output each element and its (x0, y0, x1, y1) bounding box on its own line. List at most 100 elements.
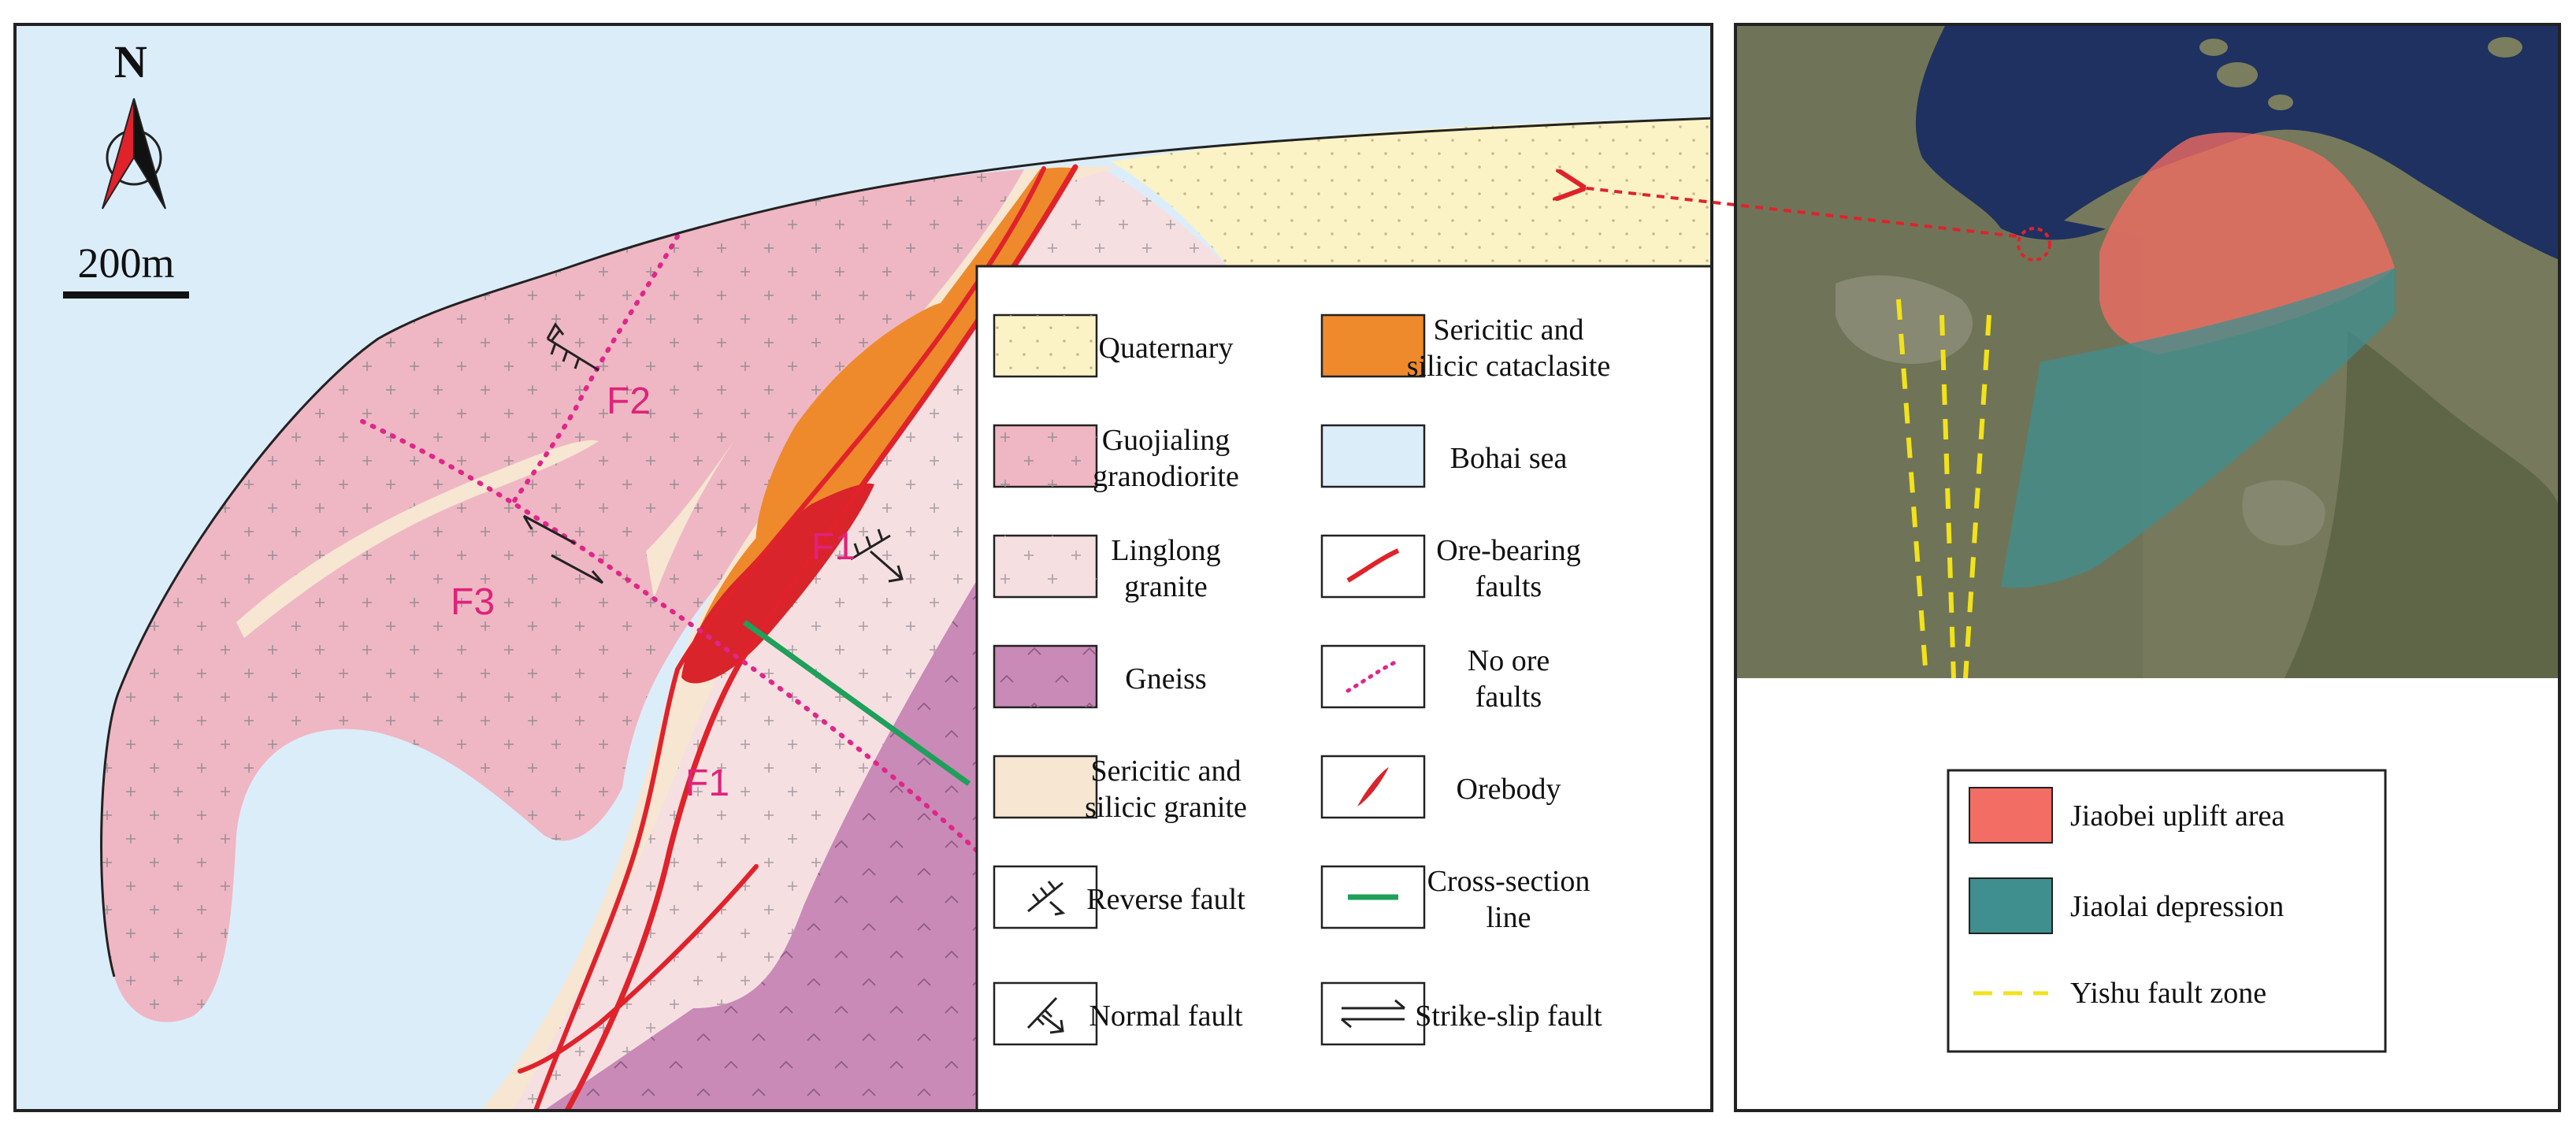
fault-label-f1-lower: F1 (685, 762, 729, 804)
legend-label: faults (1475, 681, 1542, 714)
ore-fault-splay (518, 864, 759, 1074)
no-ore-fault-f3 (360, 419, 979, 853)
fault-label-f2: F2 (607, 380, 651, 422)
legend-label: Sericitic and (1434, 313, 1584, 347)
legend-label: Guojialing (1102, 424, 1230, 457)
legend-label: Normal fault (1089, 1000, 1243, 1033)
legend-label: silicic granite (1085, 791, 1247, 824)
legend-item-bohai-sea: Bohai sea (1320, 424, 1568, 488)
legend-label: No ore (1468, 644, 1550, 677)
legend-item-no-ore-fault: No ore faults (1320, 644, 1550, 714)
location-pointer-arrow (1579, 187, 2017, 238)
legend-swatch-pattern (994, 536, 1097, 597)
inset-legend-label: Jiaolai depression (2070, 890, 2284, 923)
normal-fault-icon (1026, 996, 1064, 1034)
sericitic-granite-zone-f1 (646, 410, 756, 599)
legend-swatch-cataclasite (1320, 313, 1426, 378)
legend-label: Sericitic and (1091, 755, 1242, 788)
legend-item-strike-slip: Strike-slip fault (1320, 981, 1602, 1046)
reverse-fault-icon (1027, 881, 1066, 916)
legend-item-normal-fault: Normal fault (993, 981, 1243, 1046)
legend-swatch-pattern (994, 425, 1097, 487)
inset-island-2 (2268, 95, 2293, 110)
cataclasite-zone-upper (755, 302, 956, 551)
no-ore-faults (360, 234, 979, 853)
no-ore-fault-icon (1346, 658, 1401, 693)
legend-swatch-sericitic-granite (993, 755, 1098, 819)
legend-item-orebody: Orebody (1320, 755, 1561, 819)
legend-swatch-pattern (994, 315, 1097, 376)
ore-bearing-faults (518, 164, 1078, 1111)
legend-label: Orebody (1457, 773, 1561, 806)
inset-island-4 (2488, 37, 2522, 57)
scale-bar: 200m (63, 239, 189, 299)
inset-frame (1734, 23, 2561, 1112)
inset-city-texture-2 (2242, 480, 2325, 546)
legend-label: Bohai sea (1450, 442, 1568, 475)
legend-swatch-ore-fault (1320, 534, 1426, 599)
legend-item-gneiss: Gneiss (993, 644, 1207, 709)
granodiorite-pattern (101, 169, 1025, 1022)
inset-legend-item-yishu-fault: Yishu fault zone (1973, 977, 2266, 1010)
legend-label: Quaternary (1099, 332, 1234, 365)
legend-swatch-strike-slip (1320, 981, 1426, 1046)
legend-label: Gneiss (1125, 662, 1206, 695)
legend-swatch-pattern (994, 646, 1097, 707)
legend-item-reverse-fault: Reverse fault (993, 865, 1245, 929)
coastline (100, 117, 1712, 977)
scale-bar-line (63, 291, 189, 299)
linglong-granite-pattern (512, 169, 1229, 1111)
inset-legend-item-jiaobei-uplift: Jiaobei uplift area (1969, 787, 2285, 844)
north-arrow: N (102, 36, 166, 210)
legend-label: silicic cataclasite (1407, 350, 1610, 383)
inset-legend-label: Yishu fault zone (2070, 977, 2266, 1010)
fault-label-f3: F3 (451, 581, 495, 623)
strike-slip-symbol-f3 (522, 514, 604, 584)
ore-fault-f1-west (533, 166, 1046, 1111)
legend-swatch-bohai-sea (1320, 424, 1426, 488)
inset-land-coast-east (2285, 331, 2559, 678)
legend-label: Linglong (1111, 534, 1220, 567)
legend-label: granite (1124, 570, 1208, 603)
yishu-fault-line-3 (1963, 314, 1991, 678)
orebody-icon (1357, 767, 1389, 807)
inset-island-1 (2217, 62, 2258, 87)
inset-legend-item-jiaolai-depression: Jiaolai depression (1969, 877, 2284, 934)
inset-city-texture (1835, 275, 1973, 364)
scale-label: 200m (77, 239, 174, 287)
normal-fault-symbol-f1 (850, 529, 904, 583)
no-ore-fault-f2 (510, 234, 680, 506)
strike-slip-icon (1341, 999, 1405, 1029)
north-arrow-right (133, 98, 166, 210)
legend-label: line (1487, 901, 1531, 934)
legend-label: Strike-slip fault (1415, 1000, 1602, 1033)
gneiss-pattern (544, 567, 985, 1111)
yishu-fault-zone (1896, 299, 1991, 678)
north-label: N (114, 36, 147, 87)
legend-swatch-normal-fault (993, 981, 1098, 1046)
legend-label: Ore-bearing (1436, 534, 1581, 567)
yishu-fault-line-1 (1896, 299, 1928, 678)
study-area-marker (2017, 227, 2051, 261)
main-map-frame (13, 23, 1713, 1112)
inset-legend-swatch (1969, 877, 2053, 934)
reverse-fault-symbol-f2 (546, 322, 599, 372)
inset-legend-label: Jiaobei uplift area (2070, 799, 2285, 833)
legend-label: Reverse fault (1086, 883, 1245, 916)
legend-label: Cross-section (1427, 865, 1591, 898)
ore-fault-f1-east (564, 164, 1078, 1111)
yishu-fault-line-2 (1939, 314, 1956, 678)
cross-section-line (742, 620, 971, 786)
jiaolai-depression (2001, 268, 2395, 588)
inset-legend-swatch (1969, 787, 2053, 844)
